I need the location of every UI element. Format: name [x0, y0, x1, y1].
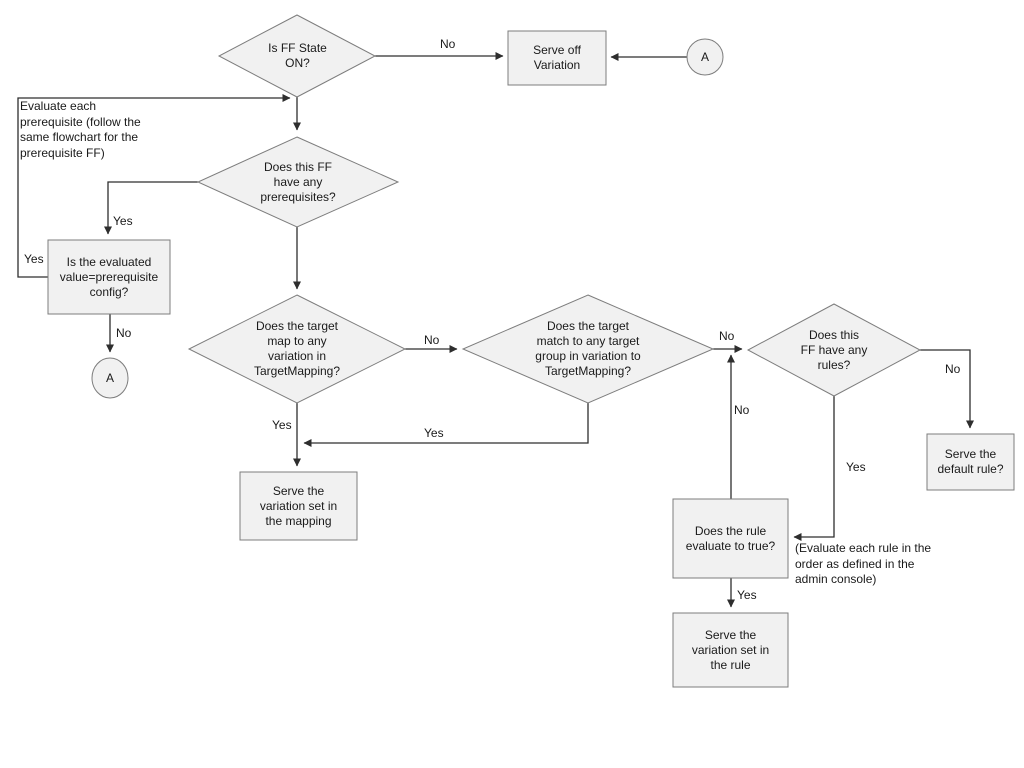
decision-is-ff-state-on [217, 14, 377, 98]
edge-rules-yes [793, 396, 835, 541]
decision-target-maps-to-variation [187, 294, 407, 404]
decision-target-matches-target-group [461, 294, 715, 404]
process-evaluated-value-eq-prereq-config [47, 239, 171, 315]
process-serve-variation-in-rule [672, 612, 789, 688]
edge-target-group-yes [303, 403, 589, 447]
connector-a-left [91, 357, 129, 399]
process-serve-off-variation [507, 30, 607, 86]
edge-prereq-yes [104, 181, 198, 235]
edge-rules-no [920, 349, 974, 429]
connector-a-top [686, 38, 724, 76]
edge-prereq-loop [17, 94, 291, 278]
decision-has-rules [746, 303, 922, 397]
process-rule-evaluates-true [672, 498, 789, 579]
decision-has-prerequisites [196, 136, 400, 228]
process-serve-variation-in-mapping [239, 471, 358, 541]
process-serve-default-rule [926, 433, 1015, 491]
